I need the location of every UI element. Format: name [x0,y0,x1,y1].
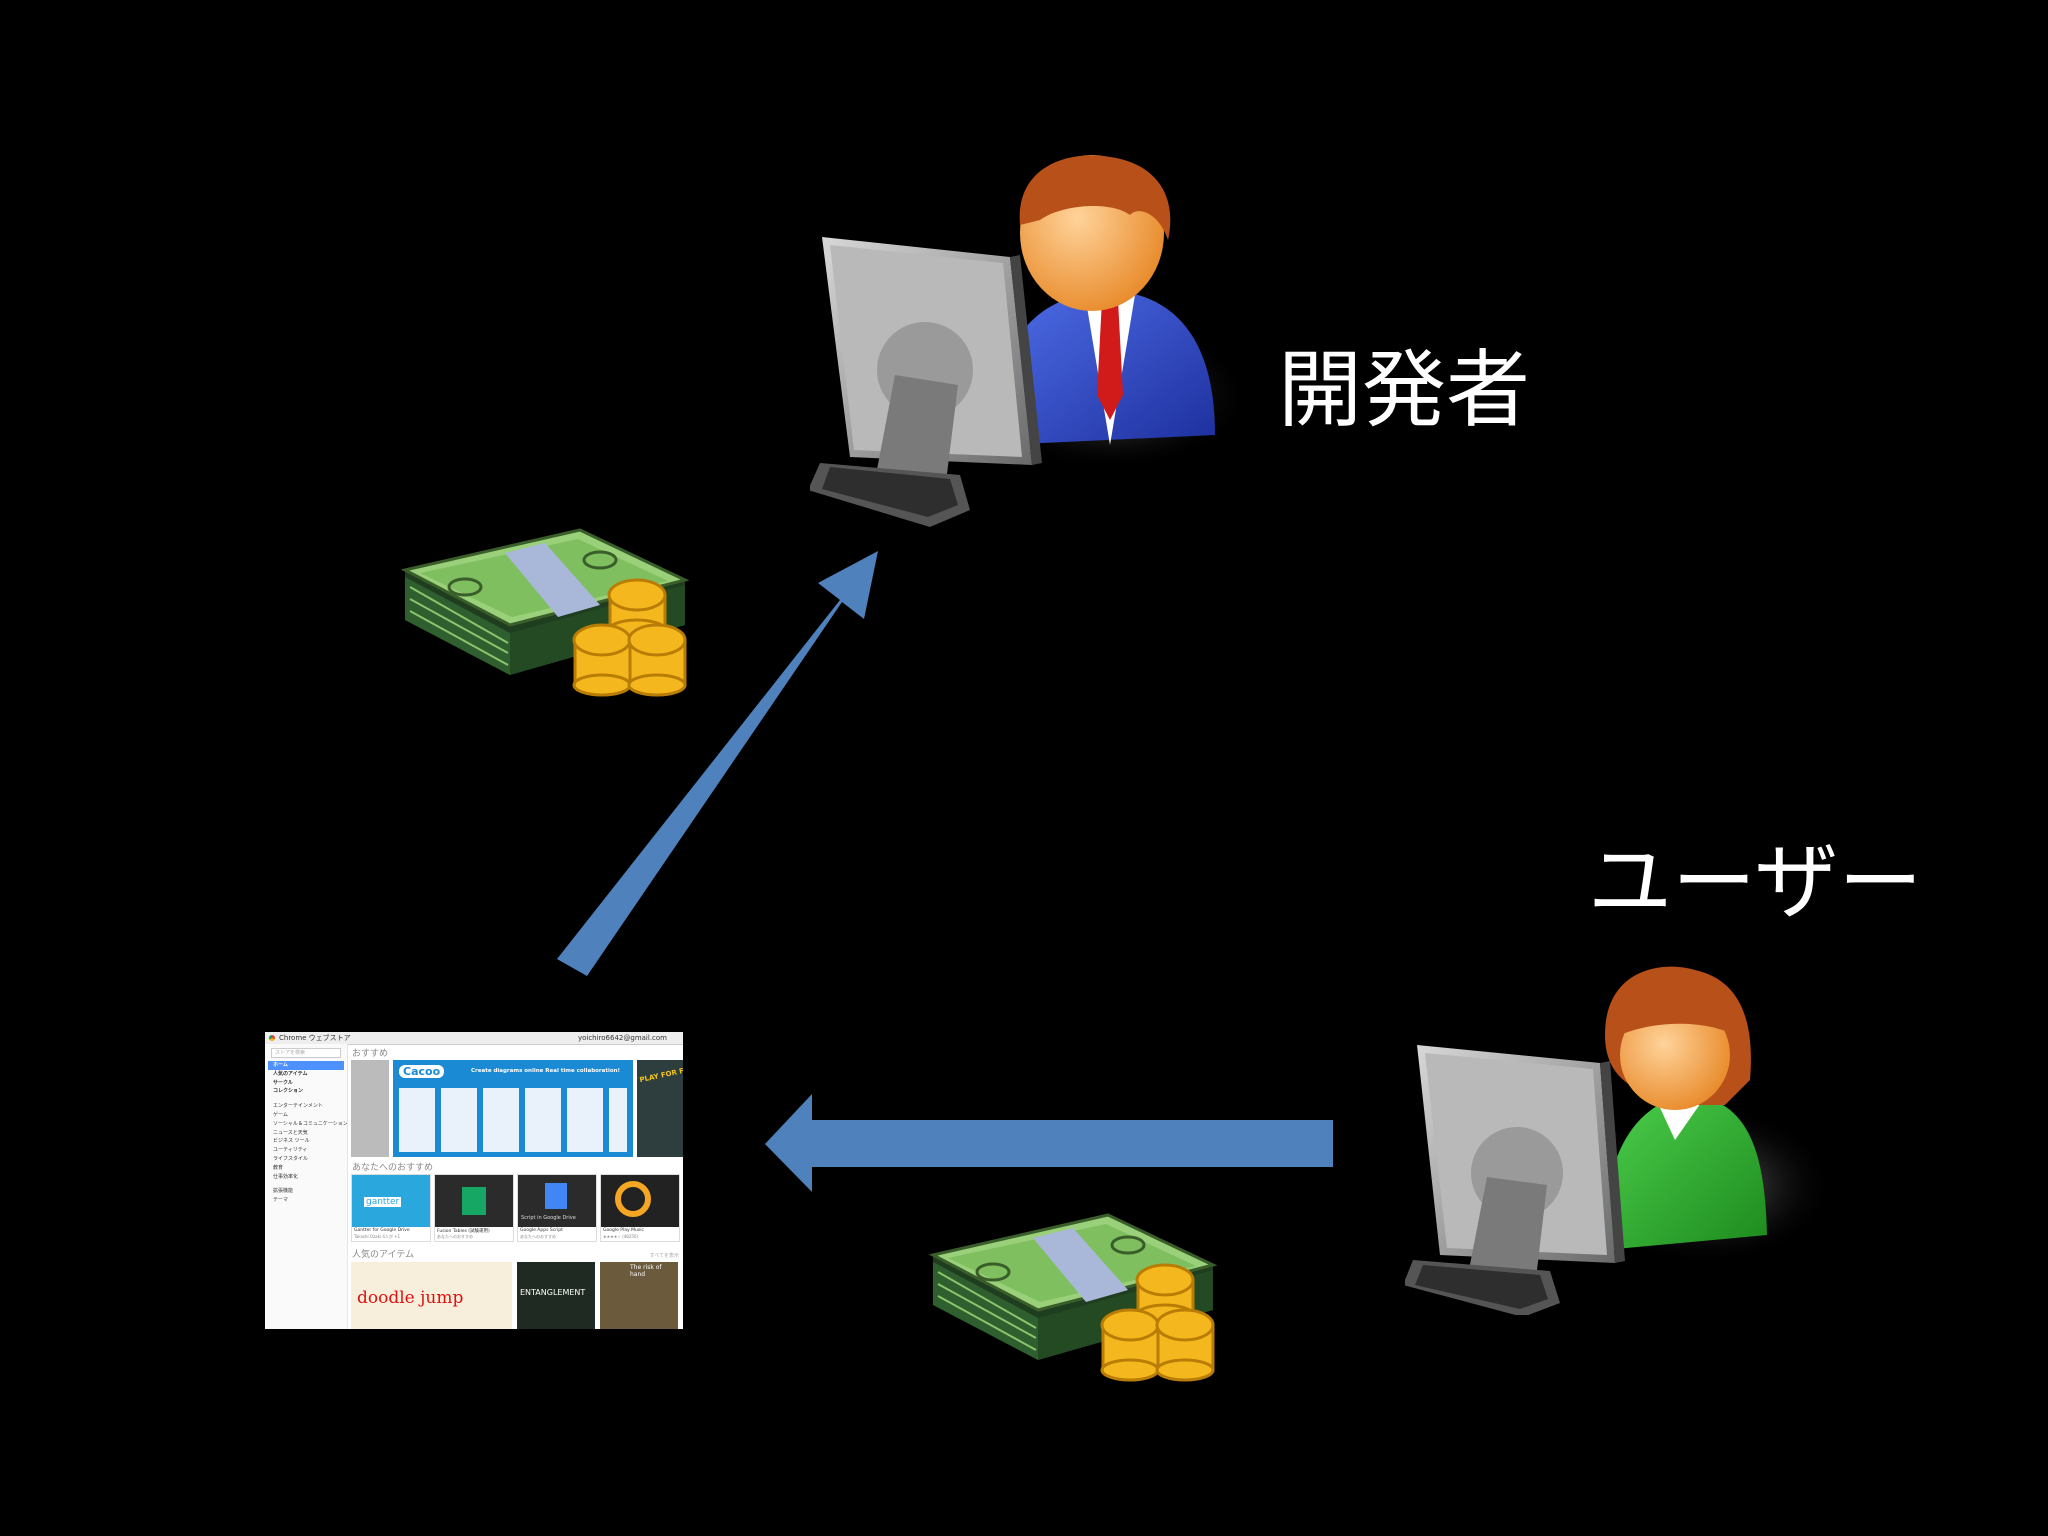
user-label: ユーザー [1588,833,1923,931]
app-sub: Takashi Ozaki 4人が +1 [354,1234,401,1239]
sidebar-item-home: ホーム [268,1061,344,1070]
app-art: Script in Google Drive [518,1175,596,1227]
chrome-web-store-screenshot: Chrome ウェブストア yoichiro6642@gmail.com ストア… [265,1032,683,1329]
app-art: gantter [352,1175,430,1227]
entanglement-title: ENTANGLEMENT [520,1288,586,1297]
play-for-free-text: PLAY FOR FREE [638,1063,683,1085]
app-tile: gantter Gantter for Google Drive Takashi… [351,1174,431,1242]
cacoo-screens [399,1088,627,1152]
arrow-store-to-developer [557,551,878,976]
store-sidebar: ストアを検索 ホーム 人気のアイテム サークル コレクション エンターテインメン… [265,1044,348,1329]
risk-of-hand-title: The risk of hand [630,1264,662,1278]
sidebar-item-lifestyle: ライフスタイル [273,1155,309,1162]
store-title-bar: Chrome ウェブストア yoichiro6642@gmail.com [265,1032,683,1045]
sidebar-item-productivity: 仕事効率化 [273,1173,299,1180]
store-title: Chrome ウェブストア [279,1034,351,1042]
app-tile: Script in Google Drive Google Apps Scrip… [517,1174,597,1242]
app-art [601,1175,679,1227]
app-name: Gantter for Google Drive [354,1228,410,1233]
cacoo-banner: Cacoo Create diagrams online Real time c… [393,1060,633,1157]
store-main: おすすめ Cacoo Create diagrams online Real t… [351,1044,683,1329]
section-featured: おすすめ [352,1049,389,1059]
banner-left-edge [351,1060,389,1157]
developer-label: 開発者 [1278,341,1531,439]
sidebar-item-social: ソーシャル＆コミュニケーション [273,1120,347,1127]
sidebar-item-news: ニュースと天気 [273,1129,308,1136]
show-all-link: すべてを表示 [649,1253,679,1259]
store-search-input: ストアを検索 [271,1048,341,1058]
risk-of-hand-tile: The risk of hand [600,1262,678,1329]
section-recommended: あなたへのおすすめ [352,1163,434,1173]
cacoo-tagline: Create diagrams online Real time collabo… [471,1068,621,1074]
sidebar-item-extensions: 拡張機能 [273,1188,294,1195]
sidebar-item-games: ゲーム [273,1111,288,1118]
cacoo-logo: Cacoo [399,1065,445,1078]
arrow-user-to-store [765,1094,1333,1192]
sidebar-item-utilities: ユーティリティ [273,1147,308,1154]
doodle-jump-tile: doodle jump [351,1262,512,1329]
fusion-tables-icon [462,1187,486,1215]
app-name: Google Apps Script [520,1228,563,1233]
money-and-coins-icon [928,1213,1218,1382]
sidebar-item-collections: コレクション [273,1088,304,1095]
app-name: Google Play Music [603,1228,644,1233]
sidebar-item-entertainment: エンターテインメント [273,1103,323,1110]
app-name: Fusion Tables (試験運用) [437,1229,490,1234]
entanglement-tile: ENTANGLEMENT [517,1262,595,1329]
sidebar-item-education: 教育 [273,1164,284,1171]
apps-script-caption: Script in Google Drive [521,1215,576,1221]
sidebar-item-themes: テーマ [273,1197,289,1204]
doodle-jump-title: doodle jump [357,1288,464,1308]
app-sub: あなたへのおすすめ [520,1234,556,1239]
money-and-coins-icon [400,528,690,697]
section-popular: 人気のアイテム [352,1250,415,1260]
app-sub: あなたへのおすすめ [437,1234,473,1239]
headphones-icon [615,1181,651,1217]
sidebar-item-popular: 人気のアイテム [273,1070,308,1077]
gantter-logo: gantter [364,1197,402,1207]
sidebar-item-business: ビジネス ツール [273,1138,310,1145]
app-sub: ★★★★☆ (48256) [603,1234,639,1239]
chrome-logo-icon [269,1035,275,1041]
app-tile: Google Play Music ★★★★☆ (48256) [600,1174,680,1242]
apps-script-icon [545,1183,567,1209]
game-banner: PLAY FOR FREE [637,1060,683,1157]
store-account: yoichiro6642@gmail.com [577,1034,667,1042]
developer-at-computer-icon [810,155,1250,527]
app-tile: Fusion Tables (試験運用) あなたへのおすすめ [434,1174,514,1242]
app-art [435,1175,513,1227]
sidebar-item-circles: サークル [273,1079,293,1086]
user-at-computer-icon [1405,966,1825,1315]
